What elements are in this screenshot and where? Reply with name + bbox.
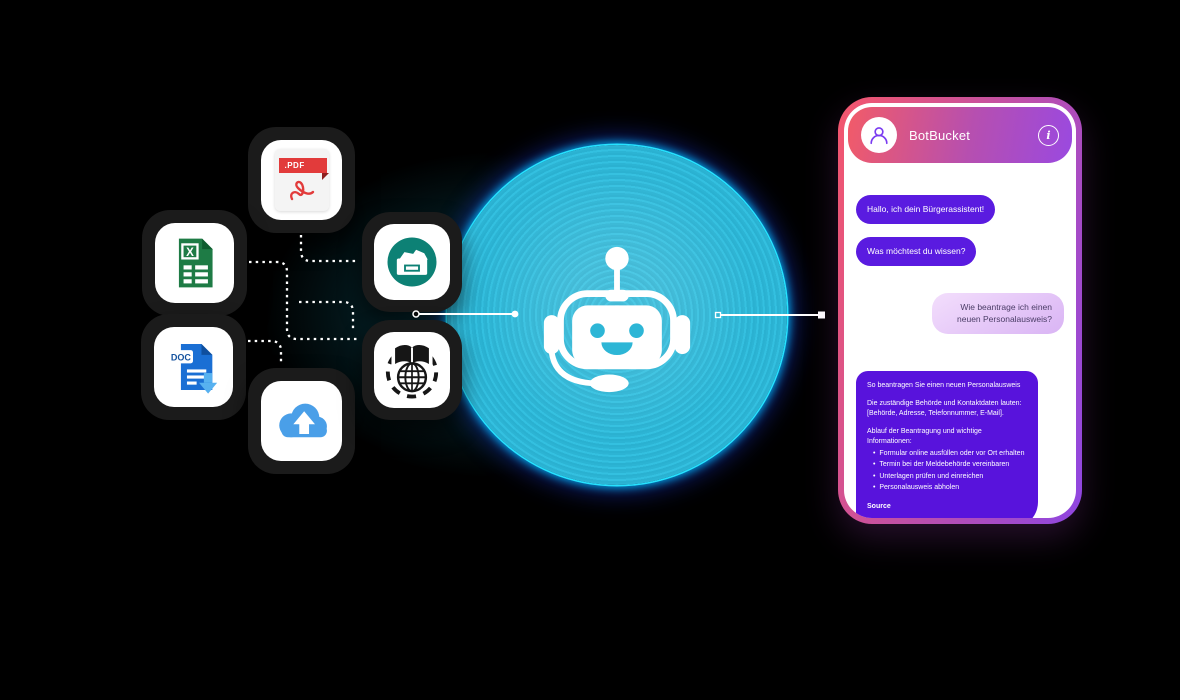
info-icon: i <box>1046 128 1051 142</box>
tile-doc-inner: DOC <box>153 326 234 408</box>
answer-process-intro: Ablauf der Beantragung und wichtige Info… <box>867 427 982 446</box>
tile-pdf-file: .PDF <box>248 127 355 233</box>
bot-answer-card: So beantragen Sie einen neuen Personalau… <box>856 371 1038 518</box>
chat-widget: BotBucket i Hallo, ich dein Bürgerassist… <box>844 103 1076 518</box>
chat-widget-frame: BotBucket i Hallo, ich dein Bürgerassist… <box>838 97 1082 524</box>
source-link[interactable]: Source <box>867 502 891 510</box>
book-globe-icon <box>385 343 439 399</box>
doc-label: DOC <box>171 352 192 362</box>
answer-contact: Die zuständige Behörde und Kontaktdaten … <box>867 399 1022 418</box>
answer-steps: Formular online ausfüllen oder vor Ort e… <box>867 449 1027 494</box>
pdf-label: .PDF <box>278 157 327 173</box>
cloud-upload-icon <box>278 403 327 438</box>
answer-step: Formular online ausfüllen oder vor Ort e… <box>873 449 1027 460</box>
chat-header: BotBucket i <box>848 107 1072 163</box>
tile-excel-inner: X <box>154 222 235 304</box>
bot-message-prompt: Was möchtest du wissen? <box>856 237 977 267</box>
ai-bot-circle <box>447 145 787 485</box>
chat-title: BotBucket <box>909 127 971 143</box>
excel-file-icon: X <box>179 238 214 288</box>
info-button[interactable]: i <box>1038 124 1059 146</box>
bot-message-greeting: Hallo, ich dein Bürgerassistent! <box>856 195 996 225</box>
user-icon <box>870 127 888 145</box>
answer-step: Personalausweis abholen <box>873 483 1027 494</box>
tile-doc-file: DOC <box>141 314 246 420</box>
doc-file-icon: DOC <box>169 344 218 394</box>
archive-files-icon <box>387 237 437 287</box>
tile-web-inner <box>374 332 450 408</box>
tile-web-knowledge <box>362 320 462 420</box>
answer-heading: So beantragen Sie einen neuen Personalau… <box>867 382 1021 389</box>
user-message-question: Wie beantrage ich einen neuen Personalau… <box>932 293 1064 334</box>
pdf-file-icon: .PDF <box>274 148 329 211</box>
tile-pdf-inner: .PDF <box>260 139 343 221</box>
excel-x-letter: X <box>187 246 195 259</box>
tile-archive-files <box>362 212 462 312</box>
answer-step: Unterlagen prüfen und einreichen <box>873 472 1027 483</box>
acrobat-swirl-icon <box>289 180 314 201</box>
avatar <box>861 117 897 153</box>
tile-archive-inner <box>374 224 450 300</box>
robot-icon <box>543 246 691 393</box>
pdf-fold <box>321 172 329 180</box>
answer-step: Termin bei der Meldebehörde vereinbaren <box>873 460 1027 471</box>
tile-excel-file: X <box>142 210 247 316</box>
tile-cloud-upload <box>248 368 355 474</box>
tile-cloud-inner <box>260 380 343 462</box>
